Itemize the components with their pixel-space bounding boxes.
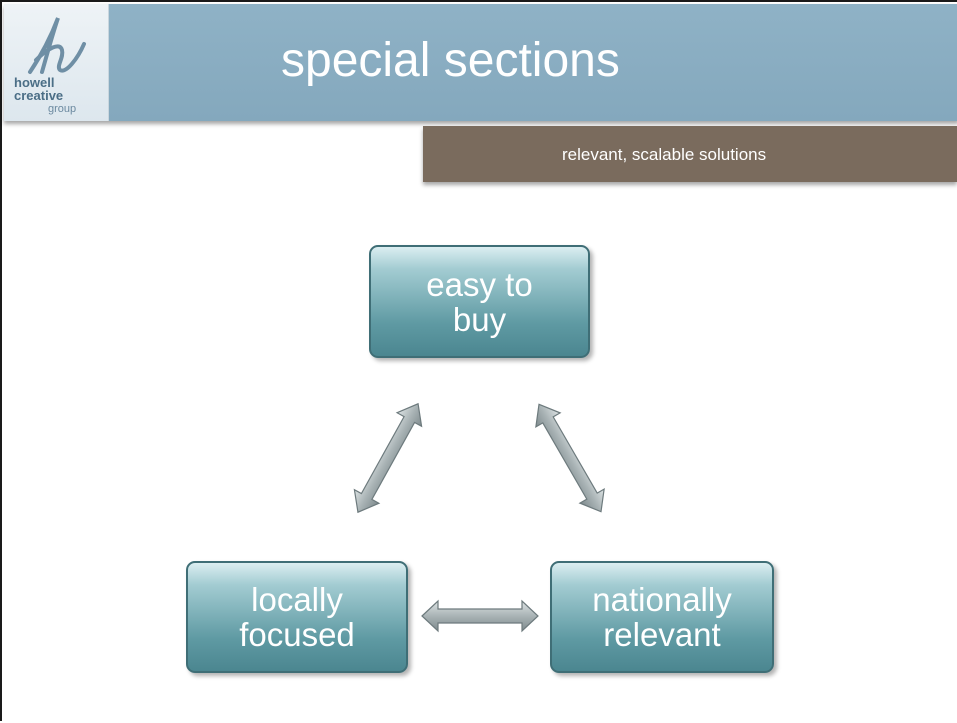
node-nationally-relevant-line1: nationally [592,581,732,618]
double-arrow-bottom [421,599,539,633]
node-locally-focused: locally focused [186,561,408,673]
double-arrow-top-right [535,403,605,513]
logo-monogram-icon [28,17,86,74]
node-locally-focused-line1: locally [251,581,343,618]
subtitle-bar: relevant, scalable solutions [423,126,957,182]
logo-word-creative: creative [14,88,64,103]
logo-word-howell: howell [14,75,55,90]
node-easy-to-buy-line1: easy to [426,265,533,303]
double-arrow-top-left [353,402,423,514]
subtitle-text: relevant, scalable solutions [562,145,767,164]
node-locally-focused-line2: focused [239,616,355,653]
logo-word-group: group [48,103,77,115]
node-nationally-relevant: nationally relevant [550,561,774,673]
node-easy-to-buy: easy to buy [369,245,590,358]
logo: howell creative group [4,4,109,121]
node-nationally-relevant-line2: relevant [603,616,721,653]
header-bar [4,4,957,121]
node-easy-to-buy-line2: buy [452,300,507,338]
page-title: special sections [281,34,620,87]
